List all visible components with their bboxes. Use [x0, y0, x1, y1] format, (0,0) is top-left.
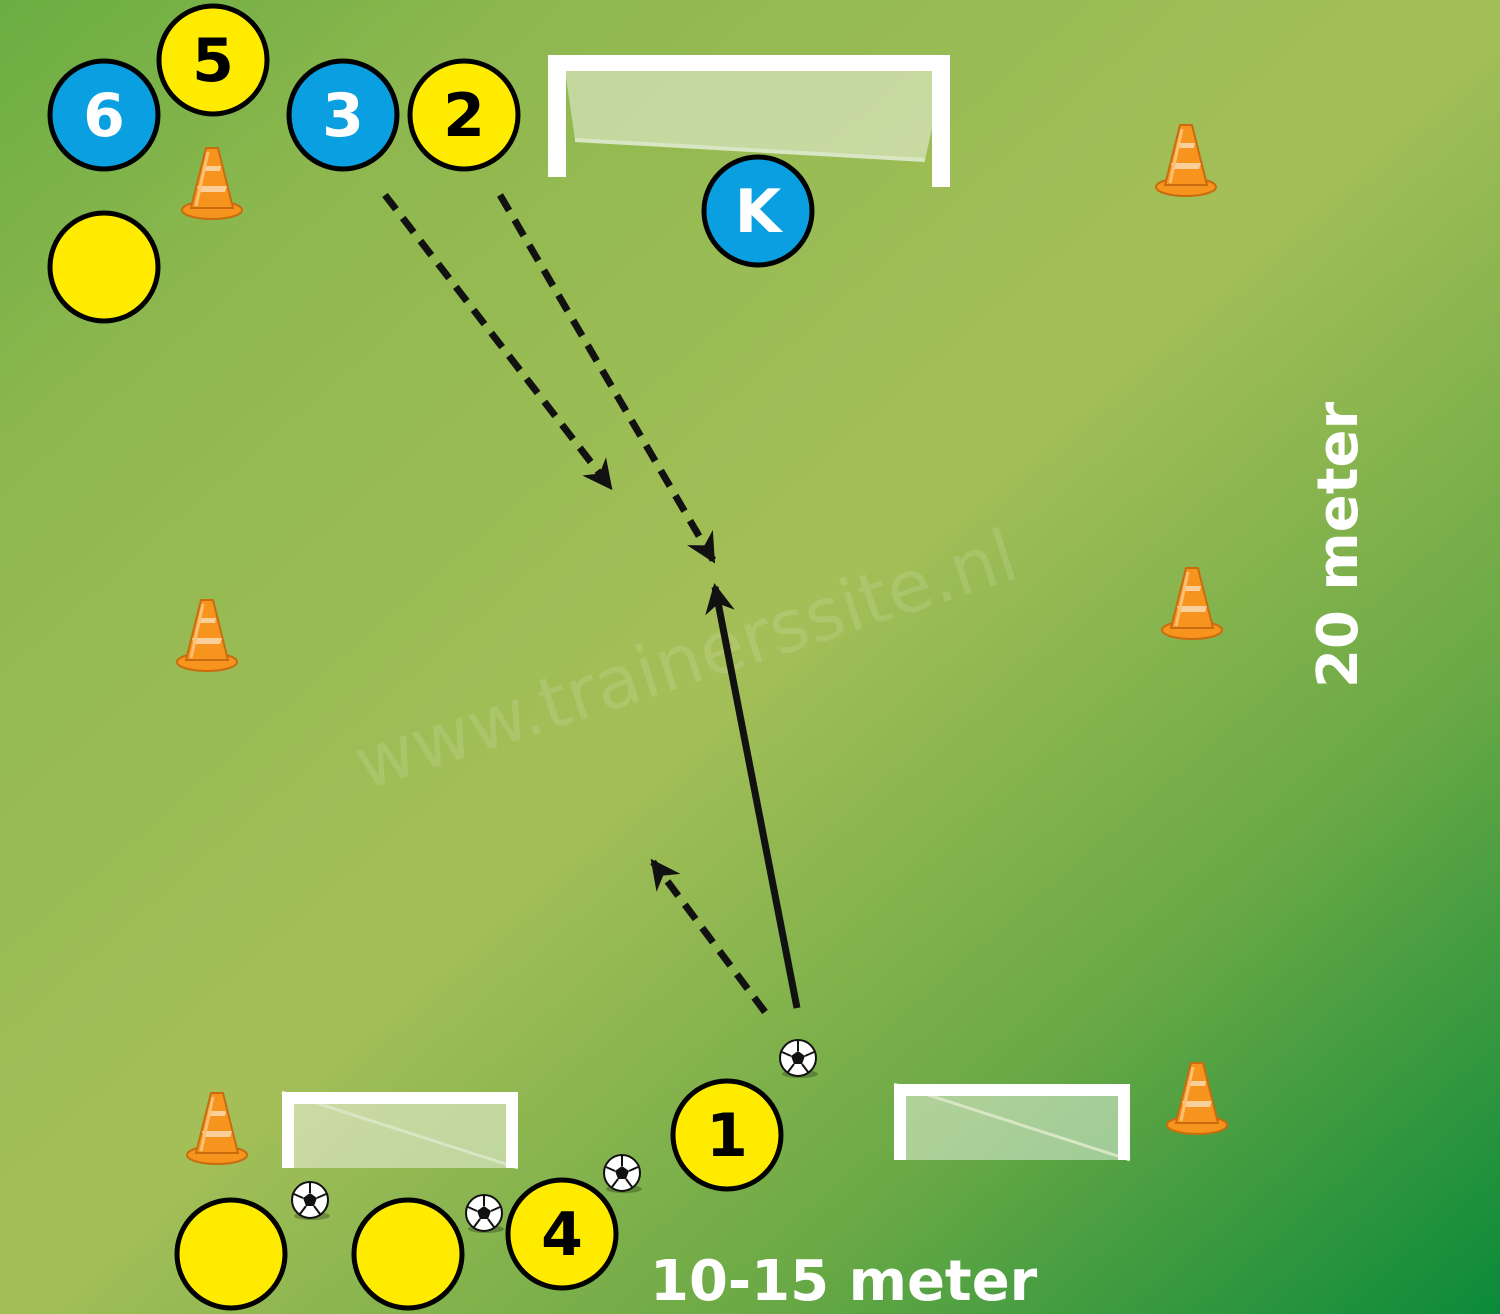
ball-icon	[291, 1181, 331, 1221]
ball-icon	[603, 1154, 643, 1194]
length-label: 20 meter	[1306, 401, 1371, 688]
small-goal-right-icon	[893, 1082, 1131, 1162]
run-arrow-player-2	[496, 193, 717, 564]
small-goal-left-icon	[281, 1090, 519, 1170]
player-number: 4	[541, 1200, 583, 1270]
player-blue-6: 6	[47, 58, 161, 172]
player-yellow-unnumbered	[47, 210, 161, 324]
players: 65 3 2K 1 4	[47, 3, 815, 1311]
main-goal-icon	[548, 55, 950, 187]
player-yellow-unnumbered	[351, 1197, 465, 1311]
player-yellow-2: 2	[407, 58, 521, 172]
player-yellow-1: 1	[670, 1078, 784, 1192]
player-number: 3	[322, 81, 364, 151]
player-yellow-unnumbered	[174, 1197, 288, 1311]
player-number: 2	[443, 81, 485, 151]
player-number: K	[735, 177, 784, 247]
player-blue-k: K	[701, 154, 815, 268]
run-arrow-player-3	[382, 192, 613, 491]
player-yellow-4: 4	[505, 1177, 619, 1291]
player-blue-3: 3	[286, 58, 400, 172]
player-number: 1	[706, 1101, 748, 1171]
pass-arrow	[705, 583, 801, 1009]
ball-icon	[465, 1194, 505, 1234]
player-number: 6	[83, 81, 125, 151]
player-number: 5	[192, 26, 234, 96]
run-arrow-player-1	[650, 858, 768, 1015]
width-label: 10-15 meter	[650, 1249, 1038, 1314]
ball-icon	[779, 1039, 819, 1079]
player-yellow-5: 5	[156, 3, 270, 117]
